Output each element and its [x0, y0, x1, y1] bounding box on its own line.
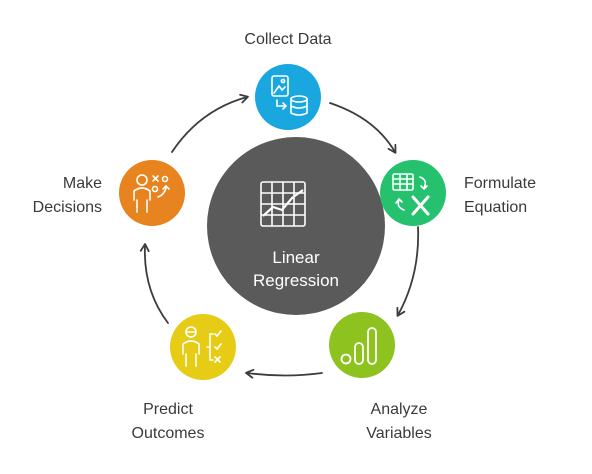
step-formulate-equation: [380, 160, 446, 226]
analyze-variables-label-line1: Analyze: [370, 401, 428, 418]
label-collect-data: Collect Data: [218, 28, 358, 52]
make-decisions-circle: [119, 160, 185, 226]
make-decisions-label-line2: Decisions: [32, 199, 102, 216]
predict-outcomes-label-line2: Outcomes: [131, 425, 205, 442]
step-make-decisions: [119, 160, 185, 226]
make-decisions-label-line1: Make: [62, 175, 102, 192]
person-strategy-icon: [133, 174, 170, 213]
predict-outcomes-label-line1: Predict: [143, 401, 193, 418]
label-predict-outcomes: Predict Outcomes: [108, 398, 228, 446]
step-analyze-variables: [329, 312, 395, 378]
spreadsheet-formula-icon: [392, 173, 430, 216]
arrow-make-to-collect: [171, 93, 249, 153]
arrow-formulate-to-analyze: [396, 226, 420, 317]
step-predict-outcomes: [170, 314, 236, 380]
line-chart-icon: [260, 181, 306, 227]
analyze-variables-label-line2: Variables: [366, 425, 432, 442]
image-database-icon: [271, 75, 308, 116]
predict-outcomes-circle: [170, 314, 236, 380]
formulate-equation-circle: [380, 160, 446, 226]
center-title-line2: Regression: [253, 271, 339, 290]
center-node: Linear Regression: [207, 137, 385, 315]
collect-data-label-line1: Collect Data: [244, 31, 332, 48]
arrow-collect-to-formulate: [329, 102, 397, 154]
formulate-equation-label-line1: Formulate: [464, 175, 537, 192]
arrow-analyze-to-predict: [245, 368, 323, 379]
bar-chart-icon: [340, 327, 377, 365]
collect-data-circle: [255, 64, 321, 130]
label-analyze-variables: Analyze Variables: [339, 398, 459, 446]
formulate-equation-label-line2: Equation: [464, 199, 528, 216]
label-make-decisions: Make Decisions: [2, 172, 102, 220]
cycle-arrows: [139, 93, 420, 379]
person-checklist-icon: [182, 326, 222, 367]
step-collect-data: [255, 64, 321, 130]
center-title-line1: Linear: [272, 248, 320, 267]
arrow-predict-to-make: [139, 243, 169, 324]
label-formulate-equation: Formulate Equation: [464, 172, 584, 220]
